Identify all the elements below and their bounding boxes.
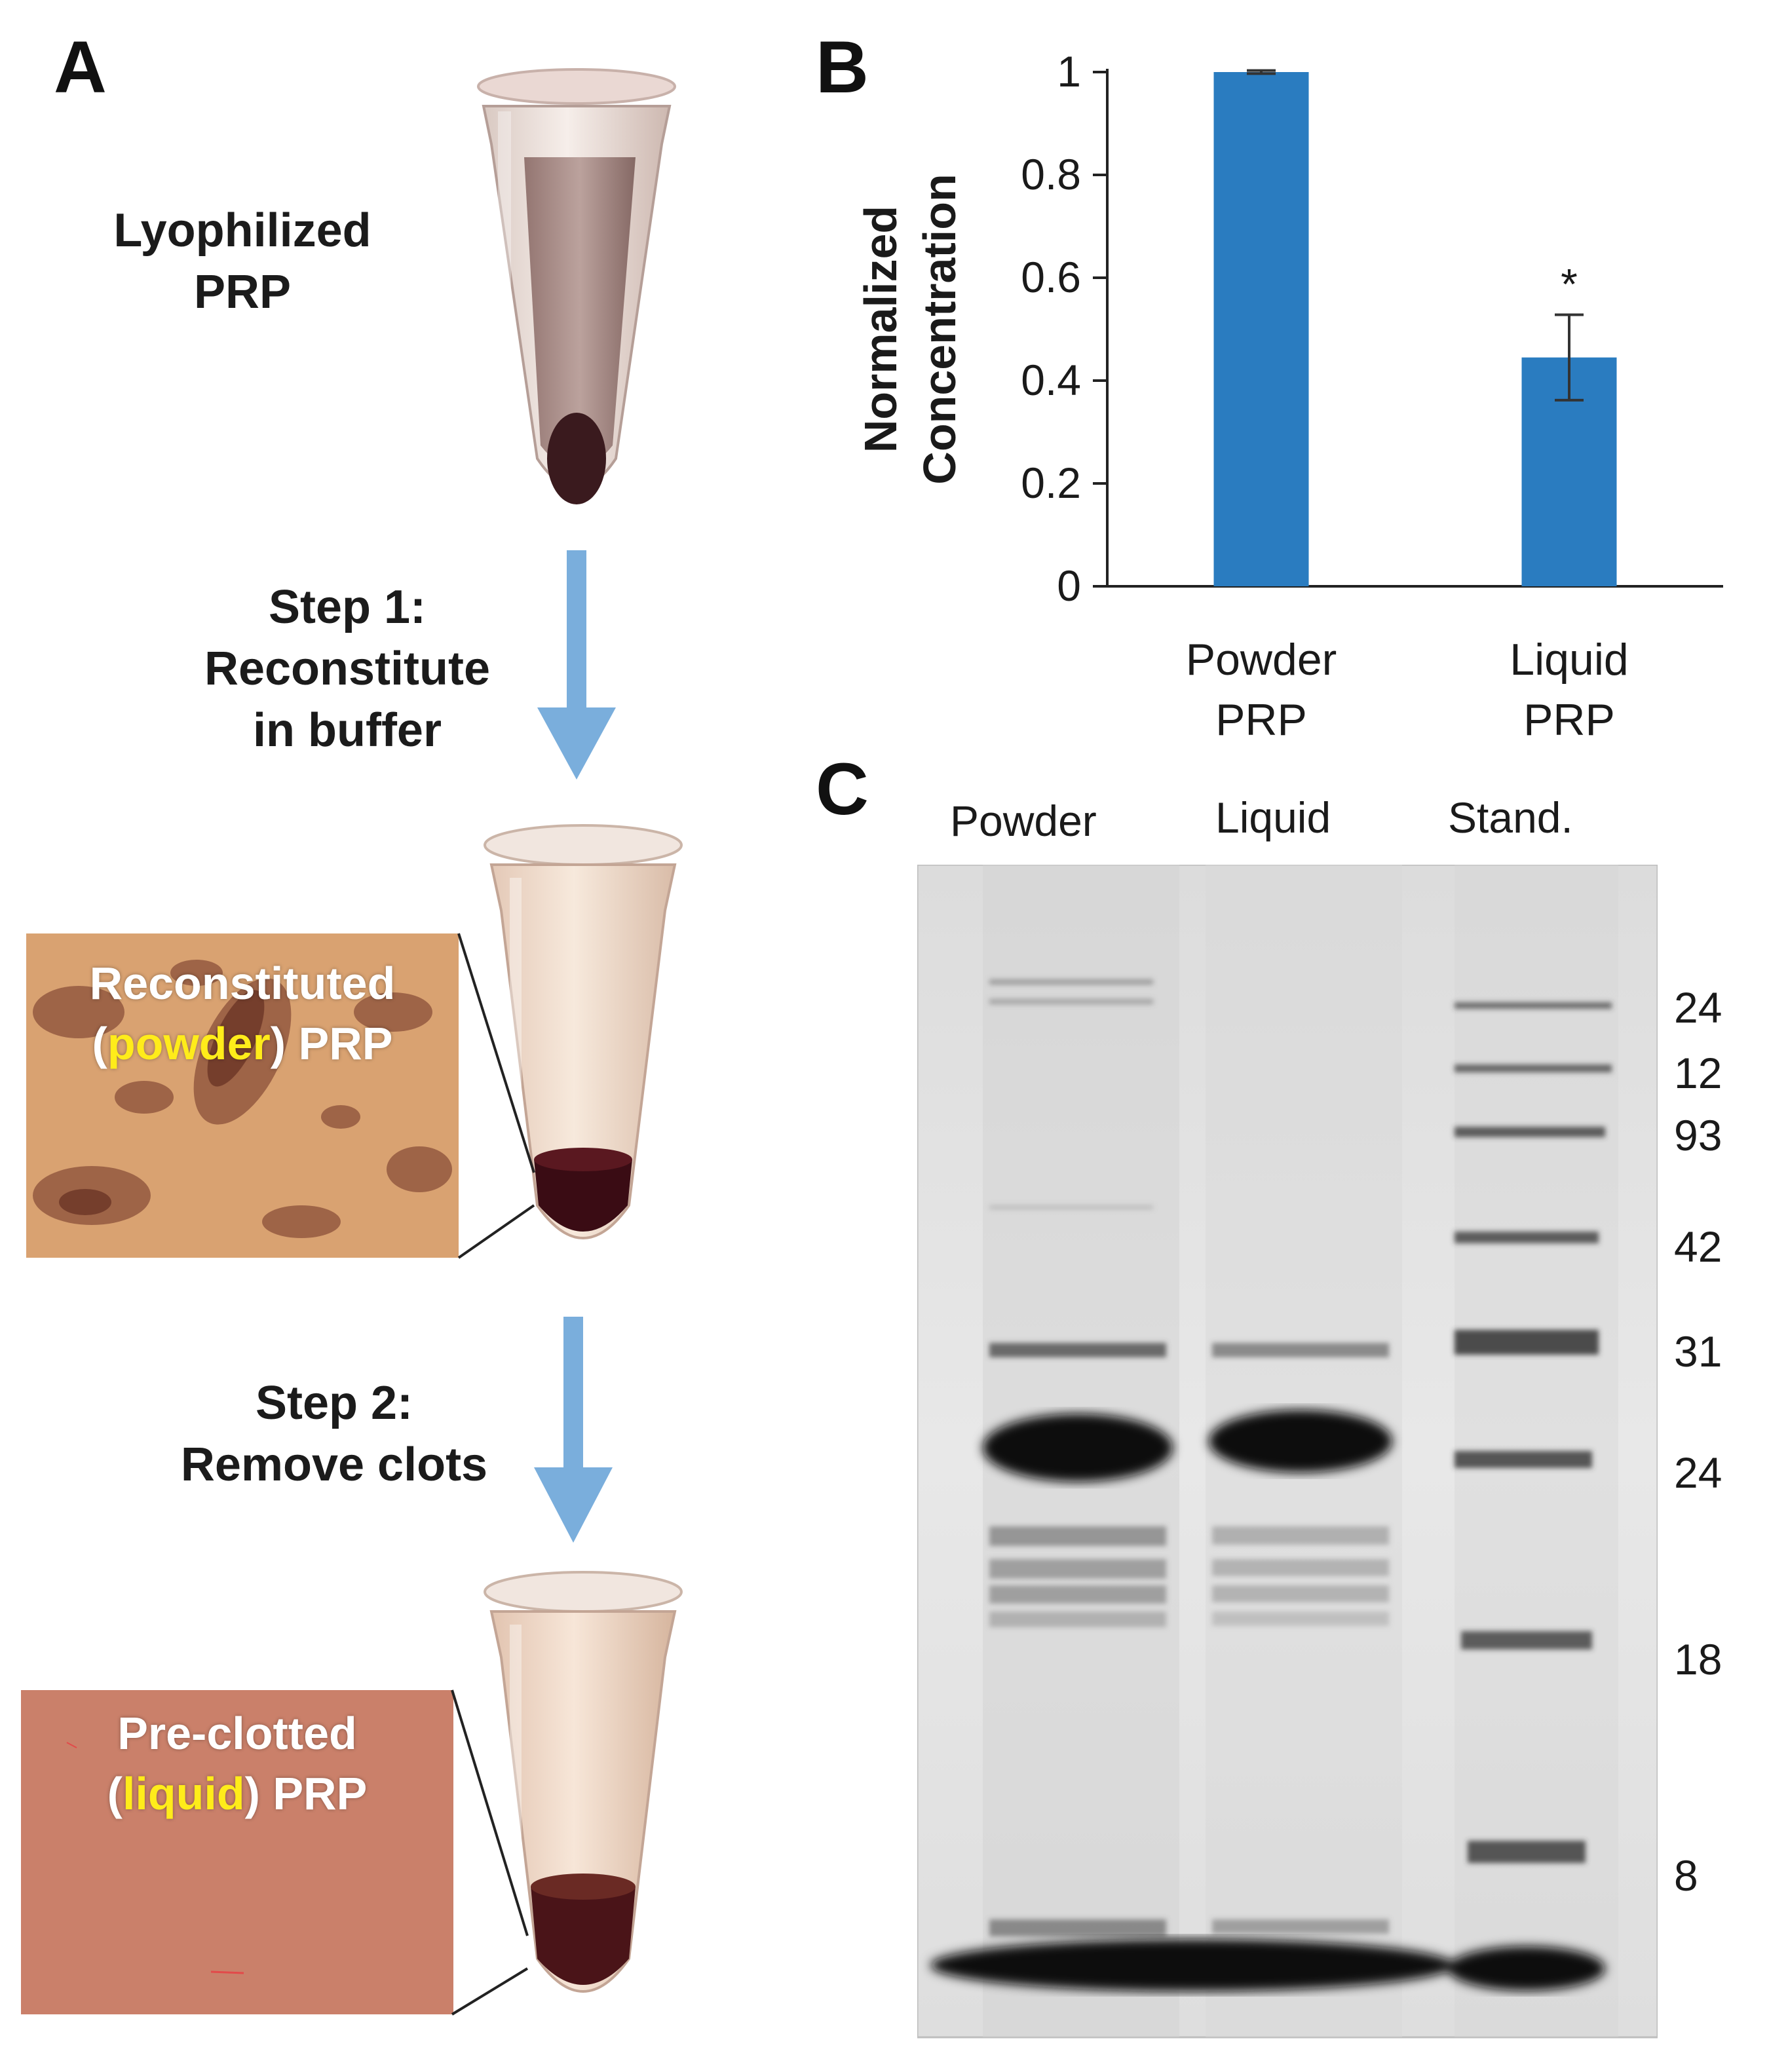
inset2-label: Pre-clotted (liquid) PRP <box>21 1703 453 1824</box>
step2-line2: Remove clots <box>180 1439 488 1491</box>
inset1-open: ( <box>92 1018 107 1069</box>
mw-marker-label: 93 <box>1674 1111 1722 1159</box>
step1-line3: in buffer <box>253 704 442 757</box>
lyophilized-label-line1: Lyophilized <box>113 204 371 257</box>
inset2-open: ( <box>107 1768 123 1819</box>
lane-label-liquid: Liquid <box>1215 793 1331 842</box>
inset2-line2: (liquid) PRP <box>21 1763 453 1824</box>
step1-line1: Step 1: <box>268 581 427 633</box>
y-axis-title-line2: Concentration <box>914 174 965 484</box>
step1-arrow <box>537 550 616 780</box>
tube-lyophilized-image <box>477 68 676 504</box>
lyophilized-label-line2: PRP <box>193 266 292 318</box>
inset1-connector-lines <box>457 933 535 1259</box>
step1-line2: Reconstitute <box>204 643 491 695</box>
panel-letter-a: A <box>54 26 107 108</box>
inset2-close: ) PRP <box>244 1768 368 1819</box>
inset1-line1: Reconstituted <box>89 958 396 1009</box>
x-category-label: PRP <box>1215 695 1307 745</box>
mw-marker-label: 18 <box>1674 1635 1722 1684</box>
reconstituted-powder-micrograph <box>26 933 459 1258</box>
bar <box>1213 72 1309 586</box>
y-tick-label: 0.8 <box>1021 150 1081 198</box>
y-tick-label: 0.6 <box>1021 253 1081 301</box>
sds-page-gel-image <box>917 865 1658 2039</box>
mw-marker-label: 31 <box>1674 1327 1722 1376</box>
lane-label-standard: Stand. <box>1448 793 1573 842</box>
step2-arrow <box>534 1317 613 1543</box>
y-axis-title-line1: Normalized <box>855 206 906 453</box>
panel-letter-c: C <box>816 748 869 830</box>
mw-marker-label: 24 <box>1674 1448 1722 1497</box>
step2-label: Step 2: Remove clots <box>144 1372 524 1496</box>
mw-marker-label: 24 <box>1674 983 1722 1032</box>
panel-letter-b: B <box>816 26 869 108</box>
y-tick-label: 0.2 <box>1021 459 1081 507</box>
mw-marker-label: 8 <box>1674 1851 1698 1900</box>
inset2-line1: Pre-clotted <box>117 1708 357 1759</box>
tube-reconstituted-image <box>484 824 683 1239</box>
inset1-label: Reconstituted (powder) PRP <box>26 953 459 1074</box>
x-category-label: Liquid <box>1510 635 1629 685</box>
step2-line1: Step 2: <box>255 1377 413 1429</box>
inset1-close: ) PRP <box>270 1018 393 1069</box>
y-tick-label: 0 <box>1057 561 1081 610</box>
y-tick-label: 1 <box>1057 47 1081 96</box>
mw-marker-label: 12 <box>1674 1049 1722 1097</box>
x-category-label: PRP <box>1523 695 1615 745</box>
preclotted-liquid-micrograph <box>21 1690 453 2014</box>
significance-marker: * <box>1561 260 1578 309</box>
lane-label-powder: Powder <box>950 797 1097 845</box>
tube-preclotted-image <box>484 1571 683 1993</box>
lyophilized-prp-label: Lyophilized PRP <box>72 200 413 323</box>
mw-marker-label: 42 <box>1674 1222 1722 1271</box>
inset2-connector-lines <box>451 1689 529 2016</box>
inset1-line2: (powder) PRP <box>26 1013 459 1074</box>
inset1-highlight: powder <box>107 1018 271 1069</box>
x-category-label: Powder <box>1186 635 1337 685</box>
y-tick-label: 0.4 <box>1021 356 1081 404</box>
step1-label: Step 1: Reconstitute in buffer <box>164 576 531 761</box>
inset2-highlight: liquid <box>122 1768 245 1819</box>
